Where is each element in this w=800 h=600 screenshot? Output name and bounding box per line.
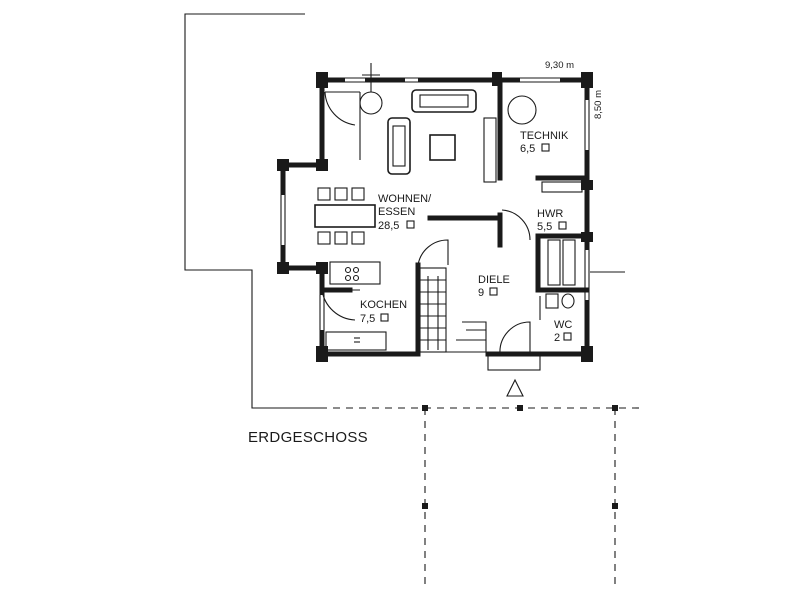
area-box-icon — [541, 143, 550, 152]
room-name-technik: TECHNIK — [520, 130, 569, 142]
area-box-icon — [563, 332, 572, 341]
area-box-icon — [489, 287, 498, 296]
room-name-hwr: HWR — [537, 208, 563, 220]
furniture — [314, 63, 583, 351]
room-name-wc: WC — [554, 319, 572, 331]
room-area-wc: 2 — [554, 332, 560, 344]
room-name-kochen: KOCHEN — [360, 299, 407, 311]
staircase — [419, 267, 487, 353]
width-dimension: 9,30 m — [545, 60, 574, 71]
floor-caption: ERDGESCHOSS — [248, 429, 368, 446]
room-labels: WOHNEN/ ESSEN 28,5 TECHNIK 6,5 HWR 5,5 D… — [360, 130, 572, 344]
dimension-labels: 9,30 m 8,50 m — [545, 60, 604, 119]
room-name-wohnen: WOHNEN/ — [378, 193, 432, 205]
entrance-triangle-icon — [506, 378, 524, 397]
room-area-kochen: 7,5 — [360, 313, 375, 325]
interior-walls — [319, 79, 590, 357]
area-box-icon — [558, 221, 567, 230]
site-boundary — [184, 13, 320, 409]
room-area-technik: 6,5 — [520, 143, 535, 155]
room-name-diele: DIELE — [478, 274, 510, 286]
room-area-diele: 9 — [478, 287, 484, 299]
room-area-hwr: 5,5 — [537, 221, 552, 233]
room-area-wohnen: 28,5 — [378, 220, 399, 232]
doors — [321, 91, 541, 355]
area-box-icon — [380, 313, 389, 322]
room-name-essen: ESSEN — [378, 206, 415, 218]
log-corners — [277, 72, 593, 362]
area-box-icon — [406, 220, 415, 229]
carport — [320, 405, 640, 590]
depth-dimension: 8,50 m — [593, 90, 604, 119]
entrance — [487, 271, 625, 397]
